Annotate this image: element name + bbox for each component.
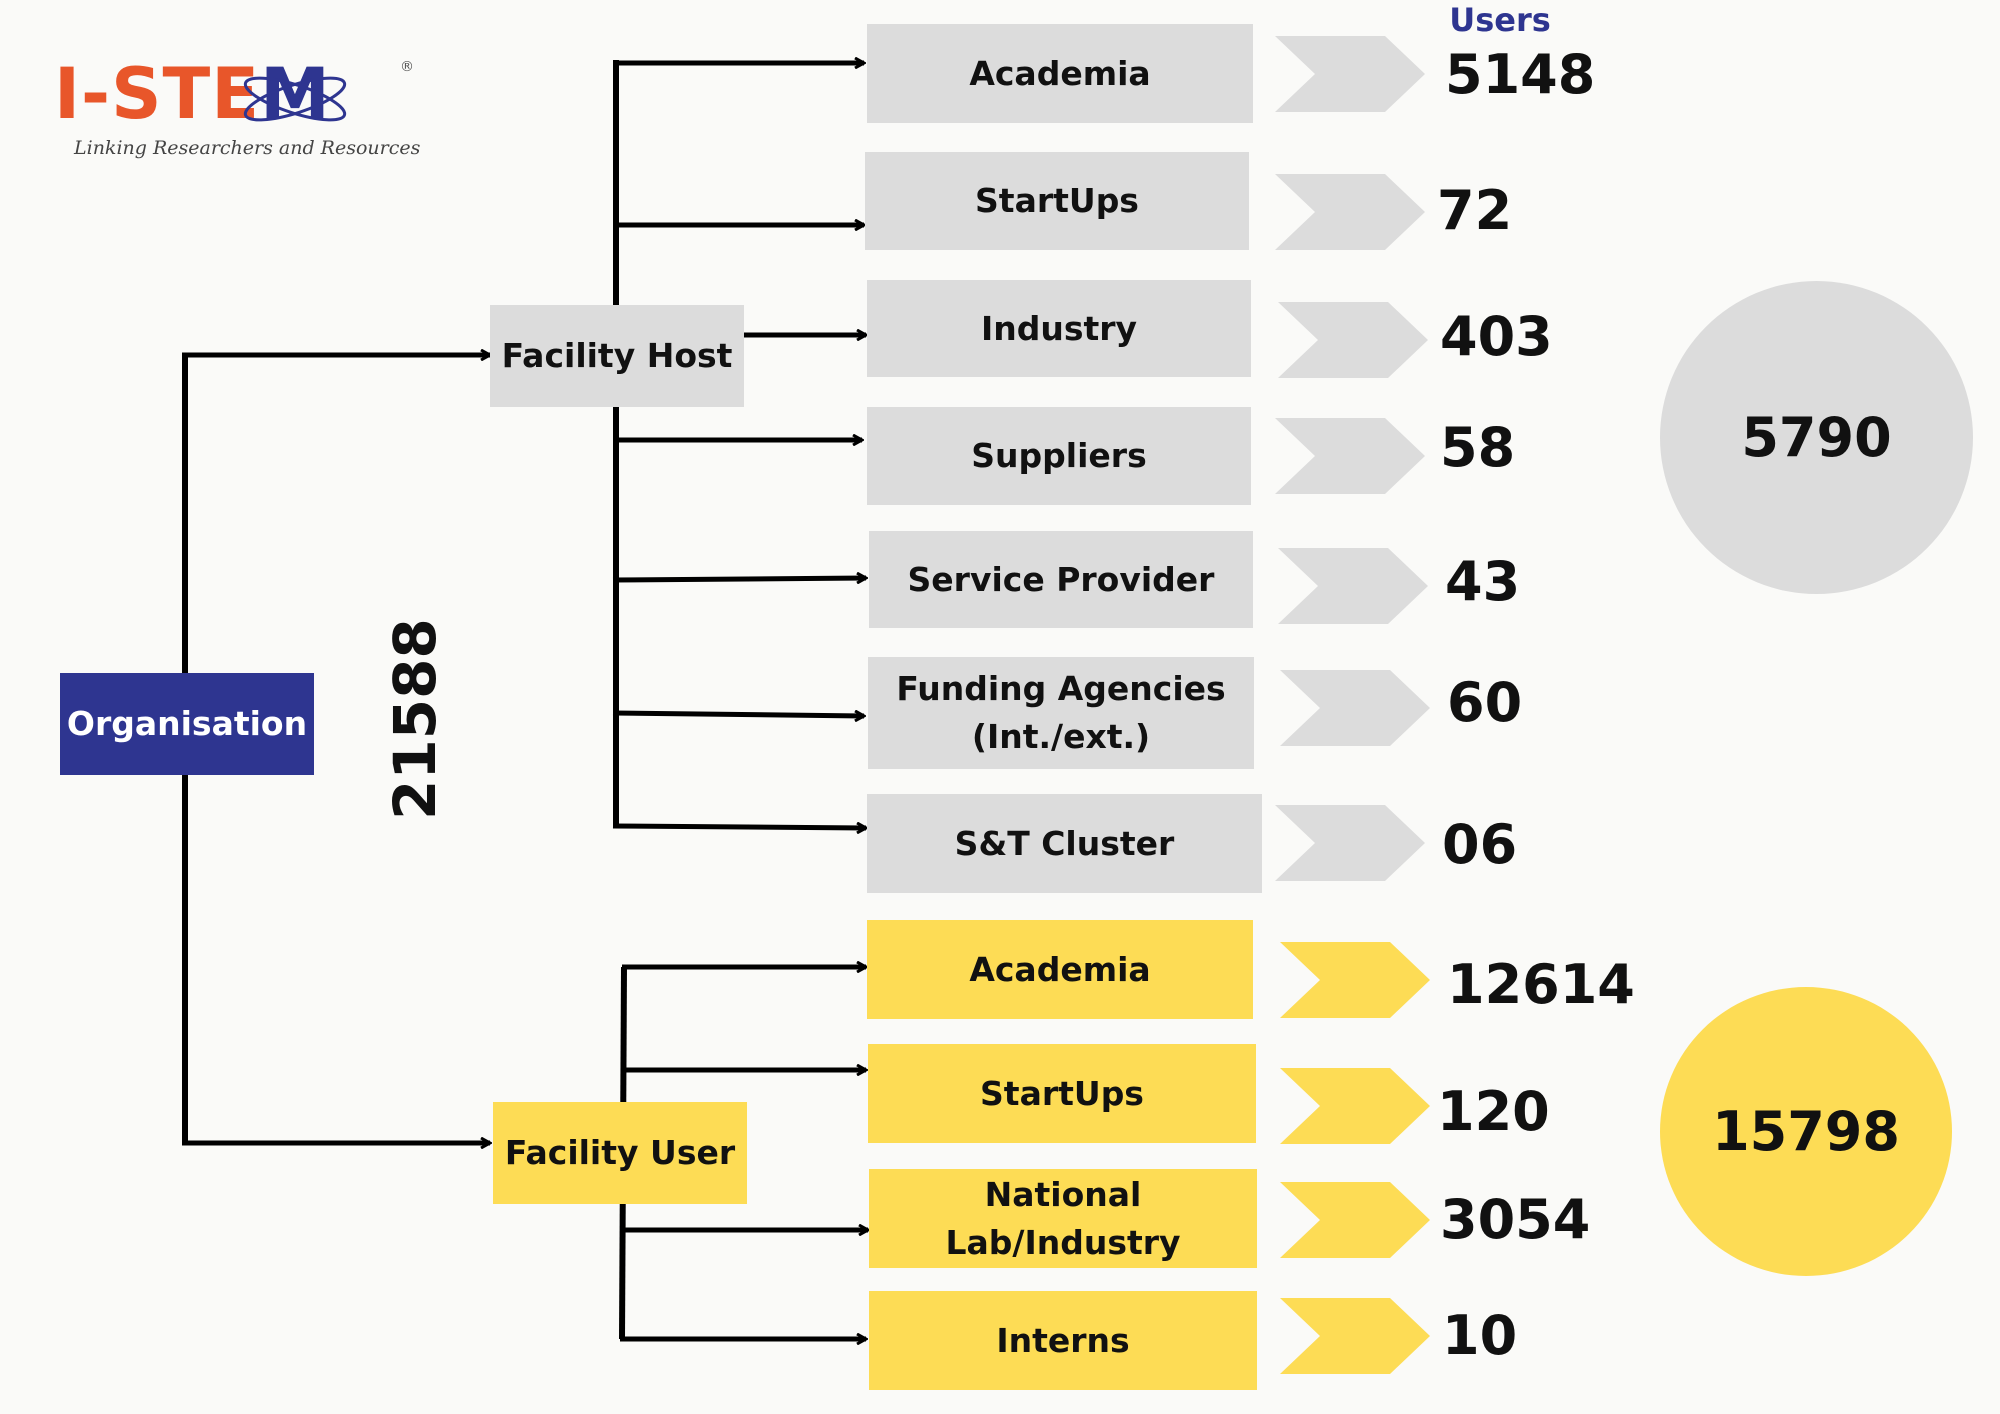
chevron-arrow-icon — [1280, 670, 1430, 746]
host-users-suppliers: 58 — [1440, 416, 1516, 479]
chevron-arrow-icon — [1275, 174, 1425, 250]
facility-user-total: 15798 — [1712, 1100, 1900, 1163]
organisation-label: Organisation — [66, 704, 308, 744]
host-category-service-provider: Service Provider — [869, 531, 1253, 628]
host-users-industry: 403 — [1440, 305, 1553, 368]
user-users-interns: 10 — [1442, 1304, 1518, 1367]
facility-user-node: Facility User — [493, 1102, 747, 1204]
host-category-label: Funding Agencies — [896, 669, 1226, 709]
chevron-arrow-icon — [1280, 1182, 1430, 1258]
chevron-arrow-icon — [1275, 805, 1425, 881]
host-category-label: Academia — [969, 53, 1151, 93]
user-category-label: Interns — [996, 1320, 1130, 1360]
user-category-label: Academia — [969, 949, 1151, 989]
host-users-st-cluster: 06 — [1442, 813, 1518, 876]
user-category-academia: Academia — [867, 920, 1253, 1019]
host-category-label: Suppliers — [971, 436, 1147, 476]
host-category-label-line2: (Int./ext.) — [971, 717, 1151, 756]
host-category-label: Industry — [980, 308, 1138, 348]
chevron-arrow-icon — [1278, 302, 1428, 378]
logo: I-STEM ® Linking Researchers and Resourc… — [50, 55, 420, 165]
user-users-national-lab: 3054 — [1440, 1188, 1591, 1251]
host-category-industry: Industry — [867, 280, 1251, 377]
host-arrow-service — [612, 578, 866, 580]
users-column-header: Users — [1449, 1, 1551, 39]
host-category-label: S&T Cluster — [954, 823, 1175, 863]
chevron-arrow-icon — [1275, 36, 1425, 112]
chevron-arrow-icon — [1275, 418, 1425, 494]
host-category-funding-agencies: Funding Agencies (Int./ext.) — [868, 657, 1254, 769]
host-category-label: StartUps — [975, 181, 1139, 221]
chevron-arrow-icon — [1278, 548, 1428, 624]
facility-user-total-circle: 15798 — [1660, 987, 1952, 1276]
facility-host-label: Facility Host — [501, 336, 733, 376]
logo-registered-mark: ® — [400, 59, 414, 75]
host-category-suppliers: Suppliers — [867, 407, 1251, 505]
logo-tagline: Linking Researchers and Resources — [74, 137, 421, 159]
chevron-arrow-icon — [1280, 942, 1430, 1018]
logo-orbit-icon — [243, 76, 347, 122]
user-users-academia: 12614 — [1447, 953, 1635, 1016]
facility-host-total-circle: 5790 — [1660, 281, 1973, 594]
host-users-academia: 5148 — [1445, 43, 1596, 106]
host-category-st-cluster: S&T Cluster — [867, 794, 1262, 893]
user-users-startups: 120 — [1437, 1080, 1550, 1143]
user-category-national-lab: National Lab/Industry — [869, 1169, 1257, 1268]
chevron-arrow-icon — [1280, 1068, 1430, 1144]
chevron-arrow-icon — [1280, 1298, 1430, 1374]
organisation-total-value: 21588 — [381, 618, 449, 820]
host-arrow-funding — [612, 713, 864, 716]
host-category-startups: StartUps — [865, 152, 1249, 250]
host-category-label: Service Provider — [907, 559, 1215, 599]
user-category-interns: Interns — [869, 1291, 1257, 1390]
host-users-funding-agencies: 60 — [1447, 671, 1523, 734]
host-users-service-provider: 43 — [1445, 550, 1521, 613]
facility-host-node: Facility Host — [490, 305, 744, 407]
user-category-label: StartUps — [980, 1073, 1144, 1113]
host-arrow-cluster — [612, 826, 866, 828]
organisation-node: Organisation — [60, 673, 314, 775]
facility-user-label: Facility User — [504, 1133, 736, 1173]
user-category-startups: StartUps — [868, 1044, 1256, 1143]
user-category-label: National Lab/Industry — [945, 1174, 1181, 1262]
facility-host-total: 5790 — [1741, 406, 1892, 469]
host-category-academia: Academia — [867, 24, 1253, 123]
host-users-startups: 72 — [1437, 179, 1513, 242]
